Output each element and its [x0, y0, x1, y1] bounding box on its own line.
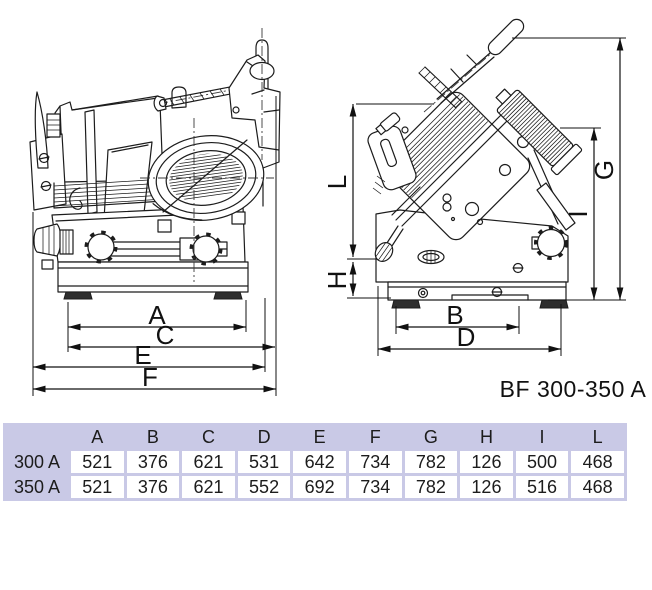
table-header-row: A B C D E F G H I L: [6, 426, 624, 448]
value-cell: 516: [515, 476, 569, 498]
hand-knob: [536, 228, 566, 258]
column-header-A: A: [91, 427, 104, 447]
value-cell: 734: [348, 451, 402, 473]
front-view-dimensions: A C E F: [32, 96, 277, 396]
value-cell: 782: [404, 451, 458, 473]
column-header-C: C: [201, 427, 215, 447]
value-cell: 126: [460, 451, 513, 473]
dimension-label-B: B: [446, 300, 463, 330]
column-header-B: B: [146, 427, 159, 447]
value-cell: 521: [71, 451, 124, 473]
value-cell: 521: [71, 476, 124, 498]
product-holder: [495, 88, 583, 176]
base: [57, 261, 249, 293]
foot: [391, 299, 421, 309]
dimension-label-H: H: [322, 271, 352, 290]
dimension-label-A: A: [148, 300, 166, 330]
value-cell: 468: [571, 451, 624, 473]
value-cell: 734: [348, 476, 402, 498]
model-cell: 300 A: [13, 452, 61, 472]
value-cell: 376: [126, 451, 180, 473]
value-cell: 621: [182, 476, 235, 498]
dimensions-table: A B C D E F G H I L 300 A 521 376 621 53…: [3, 423, 627, 501]
foot: [63, 291, 93, 300]
column-header-H: H: [479, 427, 493, 447]
dimension-label-L: L: [322, 175, 352, 189]
carriage-plate: [381, 91, 531, 241]
column-header-D: D: [257, 427, 271, 447]
column-header-F: F: [369, 427, 381, 447]
handle-grip: [487, 18, 525, 56]
side-view-drawing: [367, 18, 583, 309]
value-cell: 126: [460, 476, 513, 498]
hand-knob: [87, 233, 115, 261]
dimension-D: D: [378, 322, 561, 353]
dimension-label-F: F: [142, 362, 158, 392]
dimension-E: E: [33, 340, 265, 371]
value-cell: 552: [237, 476, 291, 498]
column-header-I: I: [539, 427, 545, 447]
table-row: 350 A 521 376 621 552 692 734 782 126 51…: [6, 476, 624, 498]
value-cell: 642: [293, 451, 346, 473]
table-corner-cell: [6, 426, 68, 448]
dimension-label-C: C: [156, 320, 175, 350]
technical-drawing: A C E F: [29, 18, 647, 402]
foot: [539, 299, 569, 309]
column-header-L: L: [592, 427, 603, 447]
dimension-label-E: E: [134, 340, 151, 370]
dimension-B: B: [396, 300, 519, 331]
foot: [213, 291, 243, 300]
value-cell: 621: [182, 451, 235, 473]
model-designation: BF 300-350 A: [500, 376, 647, 402]
value-cell: 692: [293, 476, 346, 498]
dimension-A: A: [68, 300, 246, 331]
dimension-label-D: D: [457, 322, 476, 352]
value-cell: 468: [571, 476, 624, 498]
side-view-dimensions: L H G I B D: [322, 37, 626, 356]
dimension-L: L: [322, 104, 357, 257]
value-cell: 531: [237, 451, 291, 473]
dimension-label-I: I: [563, 210, 593, 217]
front-view-drawing: [29, 28, 281, 300]
hand-knob: [192, 235, 220, 263]
value-cell: 376: [126, 476, 180, 498]
model-cell: 350 A: [13, 477, 61, 497]
column-header-G: G: [423, 427, 438, 447]
dimension-H: H: [322, 262, 357, 296]
dimension-I: I: [563, 128, 598, 300]
column-header-E: E: [313, 427, 326, 447]
table-row: 300 A 521 376 621 531 642 734 782 126 50…: [6, 451, 624, 473]
base: [387, 281, 567, 301]
value-cell: 782: [404, 476, 458, 498]
dimension-C: C: [68, 320, 275, 351]
value-cell: 500: [515, 451, 569, 473]
dimension-F: F: [33, 362, 276, 393]
thickness-knob: [33, 223, 62, 257]
